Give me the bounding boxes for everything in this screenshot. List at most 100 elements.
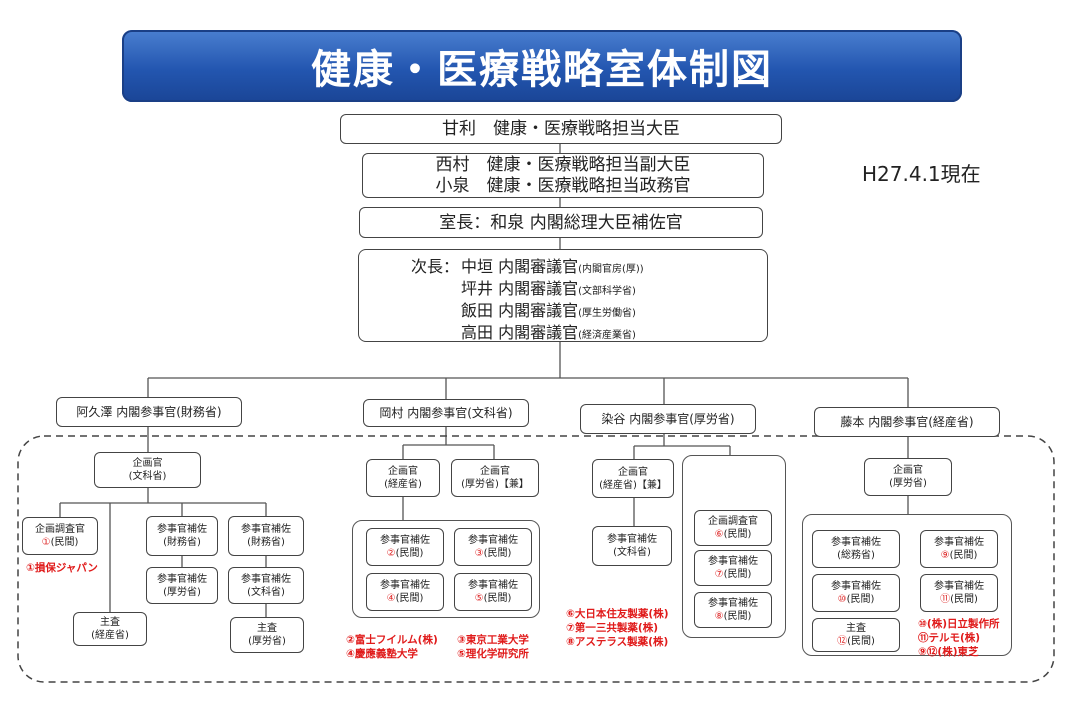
secondment-note: ⑧アステラス製薬(株)	[566, 636, 669, 648]
assistant-box: 参事官補佐 ⑧(民間)	[694, 592, 772, 628]
counselor-box: 藤本 内閣参事官(経産省)	[814, 407, 1000, 437]
staff-number: ③	[474, 548, 484, 559]
vice-minister-label: 西村 健康・医療戦略担当副大臣	[435, 154, 691, 175]
secondment-note: ⑤理化学研究所	[457, 648, 529, 660]
role-org-line: ①(民間)	[42, 536, 79, 549]
assistant-box: 参事官補佐 ⑦(民間)	[694, 550, 772, 586]
assistant-box: 参事官補佐 (文科省)	[592, 526, 672, 566]
role-title: 企画調査官	[708, 516, 758, 527]
role-org: (文科省)	[128, 471, 167, 482]
role-org: (厚労省)	[248, 636, 286, 647]
role-org-line: ⑪(民間)	[940, 593, 978, 606]
assistant-group	[802, 514, 1012, 656]
role-title: 参事官補佐	[934, 537, 984, 548]
deputy-org: (文部科学省)	[578, 286, 636, 297]
staff-number: ⑨	[940, 550, 950, 561]
staff-number: ⑧	[714, 611, 724, 622]
role-org-line: ③(民間)	[475, 547, 512, 560]
role-org: (民間)	[949, 550, 978, 561]
assistant-box: 参事官補佐 (財務省)	[146, 516, 218, 556]
counselor-label: 阿久澤 内閣参事官(財務省)	[76, 404, 222, 419]
role-org: (民間)	[483, 548, 512, 559]
secondment-note: ⑪テルモ(株)	[918, 632, 981, 644]
staff-number: ⑤	[474, 593, 484, 604]
role-org-line: ⑤(民間)	[475, 592, 512, 605]
role-org-line: ⑦(民間)	[715, 568, 752, 581]
role-title: 参事官補佐	[380, 580, 430, 591]
clerk-box: 主査 (厚労省)	[230, 617, 304, 653]
role-org: (民間)	[50, 537, 79, 548]
role-org: (文科省)	[613, 547, 651, 558]
role-org-line: ⑫(民間)	[837, 635, 875, 648]
team-dashed-region	[17, 435, 1055, 683]
minister-label: 甘利 健康・医療戦略担当大臣	[442, 119, 680, 139]
role-org: (経産省)	[384, 479, 422, 490]
role-org: (経産省)【兼】	[599, 479, 667, 491]
deputy-org: (厚生労働省)	[578, 308, 636, 319]
role-title: 参事官補佐	[607, 534, 657, 545]
chief-label: 室長：和泉 内閣総理大臣補佐官	[439, 212, 683, 233]
role-org: (民間)	[847, 636, 875, 647]
role-org: (民間)	[723, 611, 752, 622]
assistant-box: 参事官補佐(厚労省)	[146, 567, 218, 604]
secondment-note: ⑨⑫(株)東芝	[918, 646, 979, 658]
deputy-member: 高田 内閣審議官(経済産業省)	[461, 319, 636, 343]
role-title: 参事官補佐	[468, 535, 518, 546]
assistant-box: 参事官補佐(文科省)	[228, 567, 304, 604]
role-org: (総務省)	[837, 550, 875, 561]
role-org-line: ⑧(民間)	[715, 610, 752, 623]
as-of-date: H27.4.1現在	[862, 162, 981, 186]
assistant-box: 参事官補佐 ②(民間)	[366, 528, 444, 566]
role-org: (民間)	[723, 569, 752, 580]
secondment-note: ⑥大日本住友製薬(株)	[566, 608, 669, 620]
role-org: (民間)	[950, 594, 978, 605]
secondment-note: ③東京工業大学	[457, 634, 529, 646]
role-title: 参事官補佐	[157, 524, 207, 535]
assistant-box: 参事官補佐 ⑤(民間)	[454, 573, 532, 611]
staff-number: ⑩	[837, 594, 847, 605]
role-title: 参事官補佐	[708, 556, 758, 567]
role-org: (民間)	[395, 593, 424, 604]
deputy-org: (経済産業省)	[578, 330, 636, 341]
counselor-label: 藤本 内閣参事官(経産省)	[840, 414, 974, 429]
assistant-box: 参事官補佐 ⑪(民間)	[920, 574, 998, 612]
planner-box: 企画官(経産省)	[366, 459, 440, 497]
staff-number: ⑥	[714, 529, 724, 540]
counselor-box: 染谷 内閣参事官(厚労省)	[580, 404, 756, 434]
role-title: 参事官補佐	[934, 581, 984, 592]
deputy-member: 中垣 内閣審議官(内閣官房(厚))	[461, 253, 644, 277]
clerk-box: 主査 (経産省)	[73, 612, 147, 646]
role-title: 主査	[100, 617, 120, 628]
planner-box: 企画官(厚労省)【兼】	[451, 459, 539, 497]
secondment-note: ⑦第一三共製薬(株)	[566, 622, 658, 634]
deputy-name: 高田 内閣審議官	[461, 323, 579, 342]
role-title: 参事官補佐	[380, 535, 430, 546]
role-org: (文科省)	[247, 586, 285, 598]
role-org: (財務省)	[163, 537, 201, 548]
role-org: (経産省)	[91, 630, 129, 641]
secondment-note: ②富士フイルム(株)	[346, 634, 438, 646]
counselor-label: 染谷 内閣参事官(厚労省)	[601, 411, 735, 426]
role-title: 主査	[257, 623, 277, 634]
role-org: (民間)	[723, 529, 752, 540]
private-staff-group	[682, 455, 786, 638]
deputy-name: 坪井 内閣審議官	[461, 279, 579, 298]
role-title: 参事官補佐	[157, 573, 207, 585]
assistant-box: 参事官補佐 ⑨(民間)	[920, 530, 998, 568]
role-org: (民間)	[846, 594, 875, 605]
deputy-member: 飯田 内閣審議官(厚生労働省)	[461, 297, 636, 321]
role-org-line: ④(民間)	[387, 592, 424, 605]
role-title: 参事官補佐	[241, 573, 291, 585]
planner-box: 企画官(厚労省)	[864, 458, 952, 496]
secondment-note: ①損保ジャパン	[26, 562, 98, 574]
staff-number: ①	[41, 537, 51, 548]
role-title: 参事官補佐	[241, 524, 291, 535]
planner-box: 企画官(文科省)	[94, 452, 201, 488]
role-org-line: ⑩(民間)	[838, 593, 875, 606]
counselor-box: 岡村 内閣参事官(文科省)	[363, 399, 529, 427]
deputy-name: 飯田 内閣審議官	[461, 301, 579, 320]
role-title: 企画調査官	[35, 524, 85, 535]
clerk-box: 主査 ⑫(民間)	[812, 618, 900, 652]
role-org: (厚労省)【兼】	[461, 479, 529, 490]
